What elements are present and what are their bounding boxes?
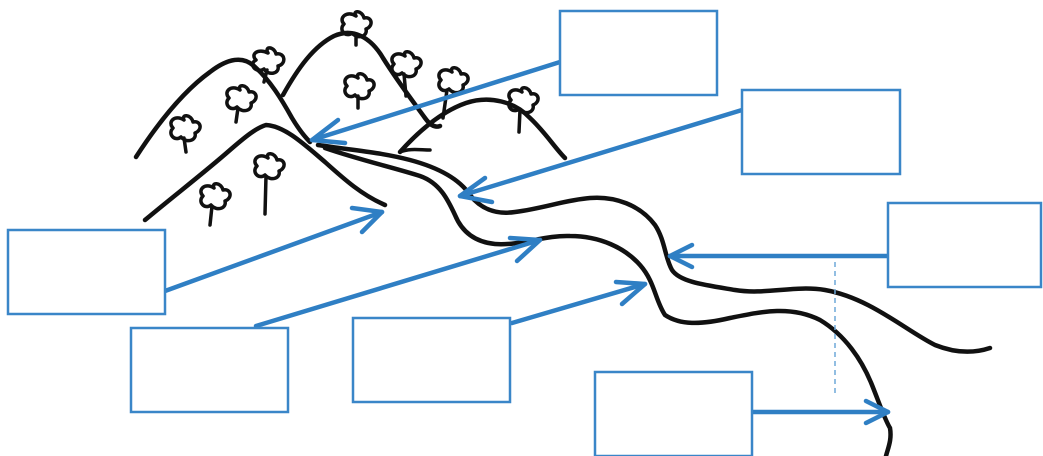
mountain-front [142, 122, 388, 223]
label-box[interactable] [740, 88, 902, 176]
label-box[interactable] [593, 370, 754, 456]
arrow-to-front-mountain [162, 205, 385, 294]
label-box[interactable] [129, 326, 290, 414]
river-source-line [398, 147, 432, 154]
river-bank-lower [322, 145, 893, 456]
tree [199, 182, 232, 227]
mountain-back-middle [280, 30, 443, 129]
river-bank-upper [315, 142, 993, 354]
arrow-to-river-lower [509, 279, 648, 326]
mountain-back-left [133, 57, 313, 160]
label-boxes [6, 9, 1043, 456]
label-box[interactable] [6, 228, 167, 316]
label-box[interactable] [351, 316, 512, 404]
tree [343, 72, 376, 110]
arrows [162, 59, 891, 426]
label-box[interactable] [886, 201, 1043, 289]
tree [340, 10, 373, 47]
mountain-back-right [397, 97, 568, 161]
tree [390, 50, 423, 98]
tree [225, 84, 258, 124]
tree [507, 86, 540, 134]
label-box[interactable] [558, 9, 719, 97]
tree [253, 152, 286, 216]
trees [169, 10, 540, 227]
tree [169, 114, 202, 154]
arrow-to-river-mouth [749, 398, 891, 426]
arrow-to-mountain-gap [309, 59, 563, 146]
arrow-to-river-middle [667, 242, 891, 270]
tree [251, 46, 286, 84]
arrow-to-river-bend [457, 107, 745, 205]
river [315, 142, 993, 456]
arrow-to-river-upper [253, 235, 543, 329]
